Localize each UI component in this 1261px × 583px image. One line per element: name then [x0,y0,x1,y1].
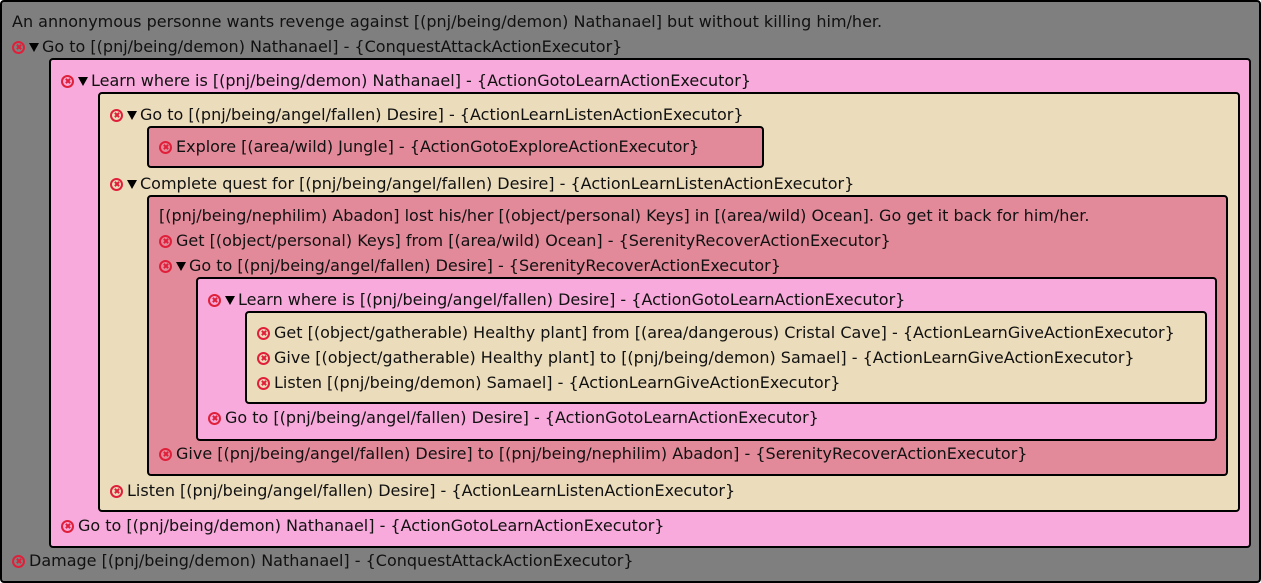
node-label: Get [(object/personal) Keys] from [(area… [176,231,891,250]
node-label: Explore [(area/wild) Jungle] - {ActionGo… [176,137,700,156]
node-damage-nathanael: Damage [(pnj/being/demon) Nathanael] - {… [12,551,634,571]
node-goto-nathanael-learn: Go to [(pnj/being/demon) Nathanael] - {A… [61,516,664,536]
node-label: Go to [(pnj/being/angel/fallen) Desire] … [140,105,744,124]
remove-circle-icon[interactable] [12,554,25,568]
quest-detail-description: [(pnj/being/nephilim) Abadon] lost his/h… [159,206,1089,226]
node-label: Complete quest for [(pnj/being/angel/fal… [140,174,855,193]
node-label: Learn where is [(pnj/being/angel/fallen)… [238,290,906,309]
collapse-triangle-icon[interactable] [127,179,137,189]
node-goto-desire-serenity: Go to [(pnj/being/angel/fallen) Desire] … [159,256,781,276]
remove-circle-icon[interactable] [159,259,172,273]
node-goto-desire-learn: Go to [(pnj/being/angel/fallen) Desire] … [208,408,819,428]
node-label: Go to [(pnj/being/demon) Nathanael] - {C… [42,37,623,56]
quest-description-text: An annonymous personne wants revenge aga… [12,12,883,31]
node-listen-desire: Listen [(pnj/being/angel/fallen) Desire]… [110,481,735,501]
children-learn-where-desire: Get [(object/gatherable) Healthy plant] … [245,311,1207,404]
node-goto-nathanael-conquest: Go to [(pnj/being/demon) Nathanael] - {C… [12,37,622,57]
node-listen-samael: Listen [(pnj/being/demon) Samael] - {Act… [257,373,840,393]
remove-circle-icon[interactable] [12,40,25,54]
node-learn-where-desire: Learn where is [(pnj/being/angel/fallen)… [208,290,905,310]
node-give-plant: Give [(object/gatherable) Healthy plant]… [257,348,1135,368]
collapse-triangle-icon[interactable] [225,295,235,305]
remove-circle-icon[interactable] [110,108,123,122]
remove-circle-icon[interactable] [208,411,221,425]
remove-circle-icon[interactable] [257,376,270,390]
node-label: Damage [(pnj/being/demon) Nathanael] - {… [29,551,634,570]
node-label: Give [(object/gatherable) Healthy plant]… [274,348,1135,367]
node-complete-quest-desire: Complete quest for [(pnj/being/angel/fal… [110,174,854,194]
quest-detail-text: [(pnj/being/nephilim) Abadon] lost his/h… [159,206,1090,225]
node-learn-where-nathanael: Learn where is [(pnj/being/demon) Nathan… [61,71,751,91]
children-goto-desire-listen: Explore [(area/wild) Jungle] - {ActionGo… [147,126,764,168]
collapse-triangle-icon[interactable] [29,42,39,52]
remove-circle-icon[interactable] [159,140,172,154]
children-learn-where-nathanael: Go to [(pnj/being/angel/fallen) Desire] … [98,92,1240,512]
quest-description: An annonymous personne wants revenge aga… [12,12,882,32]
node-get-keys: Get [(object/personal) Keys] from [(area… [159,231,891,251]
remove-circle-icon[interactable] [257,351,270,365]
remove-circle-icon[interactable] [208,293,221,307]
children-goto-nathanael: Learn where is [(pnj/being/demon) Nathan… [49,58,1251,548]
node-label: Go to [(pnj/being/angel/fallen) Desire] … [189,256,781,275]
node-label: Listen [(pnj/being/demon) Samael] - {Act… [274,373,841,392]
node-give-desire-abadon: Give [(pnj/being/angel/fallen) Desire] t… [159,444,1027,464]
remove-circle-icon[interactable] [61,519,74,533]
children-goto-desire-serenity: Learn where is [(pnj/being/angel/fallen)… [196,277,1217,441]
node-label: Give [(pnj/being/angel/fallen) Desire] t… [176,444,1028,463]
remove-circle-icon[interactable] [257,326,270,340]
collapse-triangle-icon[interactable] [78,76,88,86]
remove-circle-icon[interactable] [61,74,74,88]
remove-circle-icon[interactable] [159,234,172,248]
node-goto-desire-listen: Go to [(pnj/being/angel/fallen) Desire] … [110,105,744,125]
node-label: Get [(object/gatherable) Healthy plant] … [274,323,1175,342]
node-label: Listen [(pnj/being/angel/fallen) Desire]… [127,481,736,500]
remove-circle-icon[interactable] [110,177,123,191]
node-label: Go to [(pnj/being/demon) Nathanael] - {A… [78,516,665,535]
remove-circle-icon[interactable] [110,484,123,498]
children-complete-quest-desire: [(pnj/being/nephilim) Abadon] lost his/h… [147,195,1228,476]
collapse-triangle-icon[interactable] [127,110,137,120]
node-label: Go to [(pnj/being/angel/fallen) Desire] … [225,408,819,427]
node-explore-jungle: Explore [(area/wild) Jungle] - {ActionGo… [159,137,699,157]
collapse-triangle-icon[interactable] [176,261,186,271]
node-get-plant: Get [(object/gatherable) Healthy plant] … [257,323,1175,343]
node-label: Learn where is [(pnj/being/demon) Nathan… [91,71,751,90]
remove-circle-icon[interactable] [159,447,172,461]
